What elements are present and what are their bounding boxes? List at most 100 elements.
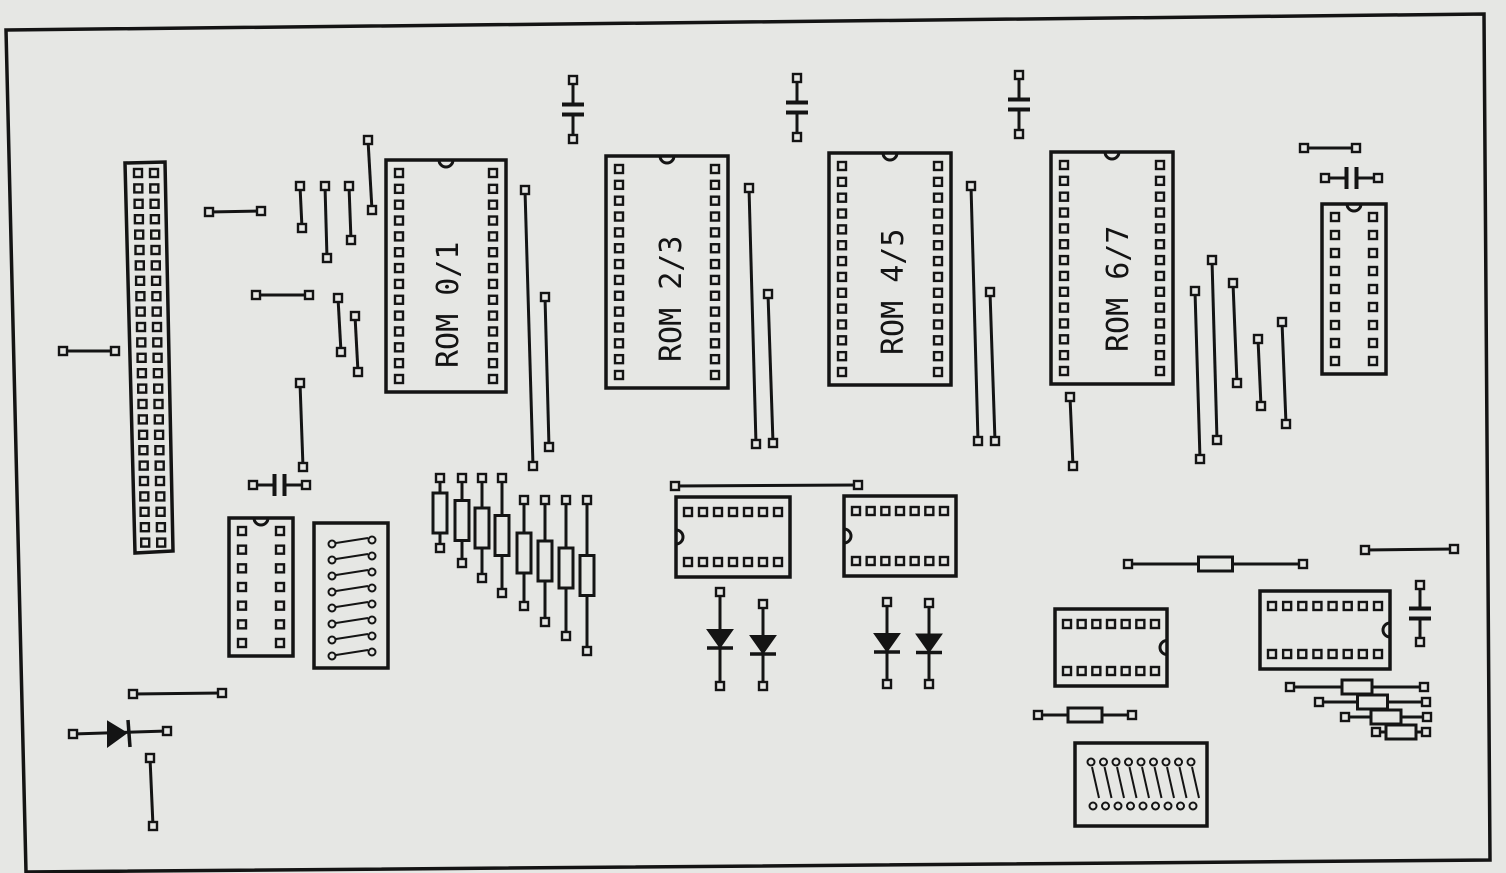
pin1-notch (843, 527, 853, 545)
rom-socket-0-1 (384, 158, 508, 394)
resistor (1370, 723, 1432, 741)
resistor-body (473, 506, 491, 550)
pin (1149, 757, 1158, 767)
capacitor (247, 474, 312, 496)
pad (865, 555, 876, 567)
pad (294, 377, 306, 389)
resistor (493, 472, 511, 599)
pad (1339, 711, 1351, 723)
pad (1154, 318, 1166, 329)
pad (697, 556, 709, 568)
pad (127, 688, 139, 700)
pad (152, 352, 163, 363)
pad (1281, 648, 1293, 660)
diode-body (107, 720, 128, 748)
cap-plate (562, 112, 584, 117)
pin (1186, 757, 1196, 767)
pad (613, 274, 625, 286)
pad (709, 353, 721, 365)
pad (150, 275, 162, 286)
pad (137, 414, 149, 425)
pad (836, 208, 848, 219)
pad (1312, 600, 1323, 612)
wire-link (332, 292, 347, 358)
pad (1154, 334, 1166, 345)
pad (1154, 191, 1166, 202)
pad (1281, 600, 1293, 612)
trace (347, 185, 353, 241)
pad (1154, 223, 1166, 234)
resistor-body (1356, 693, 1389, 711)
pad (1211, 434, 1223, 446)
pad (133, 229, 145, 240)
trace (523, 189, 535, 467)
pad (1194, 453, 1206, 465)
pad (366, 204, 378, 216)
pad (1329, 247, 1341, 259)
pad (1342, 648, 1353, 660)
pad (487, 247, 499, 258)
pad (1313, 696, 1325, 708)
pad (743, 182, 755, 194)
pin (327, 587, 337, 597)
pin (1113, 801, 1123, 811)
pin (1124, 757, 1133, 767)
pad (709, 163, 721, 175)
pad (132, 167, 144, 179)
pin (367, 583, 377, 593)
pad (236, 619, 248, 630)
pad (714, 680, 726, 692)
pad (1154, 286, 1166, 297)
capacitor (1409, 579, 1431, 648)
pad (984, 286, 996, 298)
pin (1101, 801, 1110, 811)
trace (1153, 766, 1163, 799)
pin (1099, 757, 1108, 767)
pad (1319, 172, 1331, 184)
pad (274, 563, 286, 574)
pin (367, 599, 377, 609)
trace (335, 537, 369, 544)
pin (1188, 801, 1198, 811)
resistor-body (493, 514, 511, 557)
wire-link (1359, 543, 1460, 556)
resistor-body (431, 491, 449, 535)
pad (147, 820, 159, 832)
trace (353, 315, 360, 373)
pad (909, 505, 920, 517)
pin (1151, 801, 1160, 811)
trace (543, 296, 551, 448)
trace (1068, 396, 1075, 467)
pad (1154, 175, 1166, 187)
pad (151, 321, 163, 333)
pad (714, 586, 726, 598)
pad (393, 278, 405, 290)
cap-plate (1008, 97, 1030, 102)
trace (335, 649, 369, 656)
pin (1161, 757, 1171, 767)
trace (674, 483, 859, 488)
pad (1329, 301, 1341, 313)
pad (567, 74, 579, 86)
pad (1227, 277, 1239, 289)
wire-link (127, 687, 228, 700)
edge-connector (123, 160, 175, 555)
pin1-notch (881, 152, 899, 162)
pad (932, 255, 944, 267)
pad (1058, 302, 1070, 313)
pin (327, 571, 337, 581)
network-body (1073, 741, 1209, 828)
pin1-notch (658, 155, 676, 165)
pad (1414, 636, 1426, 648)
chip-body (674, 495, 792, 579)
chip-body (827, 151, 953, 387)
pad (613, 258, 625, 270)
rom-label-6-7: ROM 6/7 (1101, 226, 1136, 352)
rom-socket-6-7 (1049, 150, 1175, 386)
pad (1126, 709, 1138, 721)
resistor-body (1369, 708, 1403, 726)
pad (1076, 618, 1087, 630)
pad (362, 134, 374, 146)
pad (923, 678, 935, 690)
pad (236, 637, 248, 649)
